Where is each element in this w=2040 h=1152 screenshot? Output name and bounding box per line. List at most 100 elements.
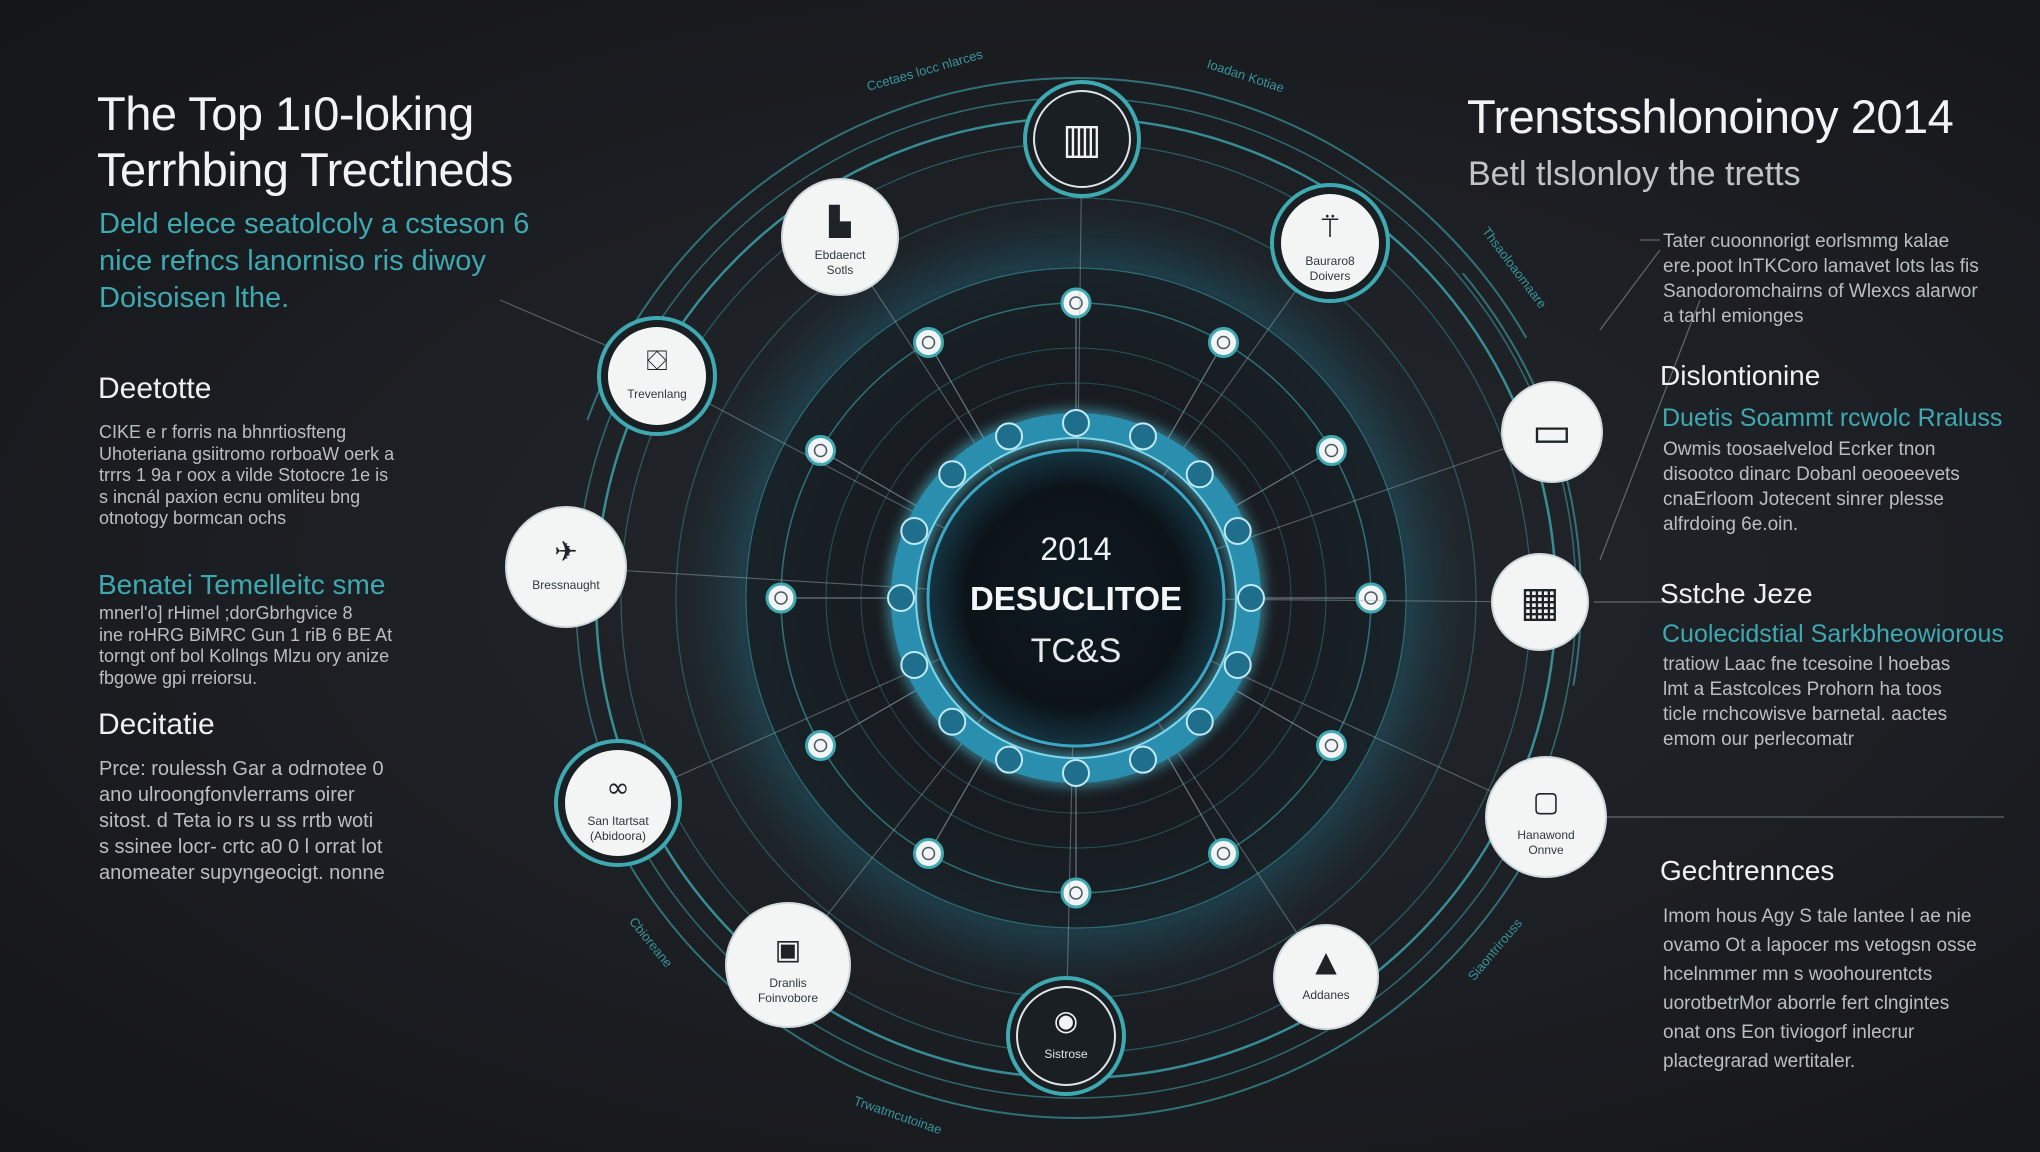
node-circle (505, 506, 627, 628)
section-heading: Dislontionine (1660, 360, 1821, 391)
spoke-line (1163, 342, 1225, 446)
junction-dot (1315, 730, 1347, 761)
spoke-line (1163, 750, 1225, 854)
section-heading: Decitatie (98, 708, 215, 741)
text-line: Sanodoromchairns of Wlexcs alarwor (1663, 281, 1978, 302)
node-label: Addanes (1302, 988, 1349, 1002)
text-line: Prce: roulessh Gar a odrnotee 0 (99, 758, 384, 780)
junction-dot-inner (1069, 296, 1083, 310)
node-inner (565, 750, 671, 856)
core-bead (938, 707, 967, 736)
bed-icon: ⛋ (646, 344, 667, 377)
node-label: Sotls (827, 263, 854, 277)
right-subtitle: Betl tlslonloy the tretts (1468, 155, 1801, 193)
section-body: Imom hous Agy S tale lantee l ae nie ova… (1663, 902, 1977, 1076)
junction-dot-inner (813, 443, 828, 458)
core-bead (1128, 422, 1157, 451)
junction-dot (1315, 435, 1347, 466)
junction-dot (1355, 582, 1387, 614)
infinity-icon: ∞ (606, 771, 629, 804)
cube-grid-icon: ▦ (1520, 577, 1560, 626)
text-line: ovamo Ot a lapocer ms vetogsn osse (1663, 935, 1977, 956)
node-label: Ebdaenct (815, 248, 866, 262)
node-label: San Itartsat (587, 814, 649, 828)
node-label: Trevenlang (627, 387, 687, 401)
node-label: Doivers (1310, 269, 1351, 283)
text-line: ticle rnchcowisve barnetal. aactes (1663, 704, 1948, 725)
node-6: ✈ Bressnaught (505, 506, 627, 628)
core-bead (1062, 759, 1090, 787)
intro-body: Tater cuoonnorigt eorlsmmg kalae ere.poo… (1663, 229, 1979, 329)
junction-dot (913, 837, 944, 869)
junction-dot-inner (1324, 738, 1339, 753)
node-label: Bressnaught (532, 578, 600, 592)
ring-label: Ioadan Kotiae (1205, 56, 1286, 95)
core-bead (900, 650, 929, 679)
junction-dot-inner (921, 846, 936, 861)
junction-dot-inner (1216, 846, 1231, 861)
text-line: onat ons Eon tiviogorf inlecrur (1663, 1022, 1915, 1043)
core-bead (995, 745, 1024, 774)
ring-label: Cbioreane (626, 914, 675, 970)
core-ring-inner (915, 437, 1237, 759)
tablet-icon: ▢ (1533, 785, 1559, 818)
node-inner (608, 327, 706, 425)
text-line: sitost. d Teta io rs u ss rrtb woti (99, 810, 374, 832)
spoke-line (927, 750, 989, 854)
center-year: 2014 (1040, 531, 1111, 567)
callout-line (1599, 299, 1701, 561)
node-label: Sistrose (1044, 1047, 1088, 1061)
main-title-line-1: The Top 1ı0-loking (97, 87, 474, 140)
node-label: (Abidoora) (590, 829, 646, 843)
node-circle (1501, 381, 1603, 483)
text-line: CIKE e r forris na bhnrtiosfteng (99, 422, 347, 442)
text-line: trrrs 1 9a r oox a vilde Stotocre 1e is (99, 465, 389, 485)
junction-dot (913, 327, 944, 359)
text-line: tratiow Laac fne tcesoine l hoebas (1663, 654, 1951, 675)
core-bead (1223, 650, 1252, 679)
subtitle-line-3: Doisoisen lthe. (99, 282, 290, 314)
core-bead (1223, 517, 1252, 546)
text-line: s ssinee locr- crtc a0 0 l orrat lot (99, 836, 383, 858)
section-body: Owmis toosaelvelod Ecrker tnon disootco … (1663, 437, 1960, 537)
section-body: tratiow Laac fne tcesoine l hoebas lmt a… (1663, 652, 1950, 752)
pyramid-icon: ▲ (1315, 945, 1337, 978)
text-line: hcelnmmer mn s woohourentcts (1663, 964, 1933, 985)
core-bead (1062, 409, 1090, 437)
node-circle (1491, 553, 1589, 651)
spoke-line (927, 342, 989, 446)
section-body: CIKE e r forris na bhnrtiosfteng Uhoteri… (99, 422, 394, 530)
airplane-icon: ✈ (554, 535, 577, 568)
node-label: Onnve (1528, 843, 1564, 857)
node-circle (781, 178, 899, 296)
node-label: Foinvobore (758, 991, 818, 1005)
spoke-line (1228, 449, 1332, 511)
core-bead (995, 422, 1024, 451)
ring-label: Trwatmcutoinae (852, 1093, 944, 1137)
text-line: lmt a Eastcolces Prohorn ha toos (1663, 679, 1942, 700)
node-label: Dranlis (769, 976, 806, 990)
text-line: Owmis toosaelvelod Ecrker tnon (1663, 439, 1936, 460)
node-12: ◉Sistrose (1006, 976, 1126, 1096)
center-sub: TC&S (1031, 632, 1122, 670)
junction-dot-inner (813, 738, 828, 753)
core-disc (926, 448, 1226, 748)
node-label: Bauraro8 (1305, 254, 1355, 268)
text-line: Uhoteriana gsiitromo rorboaW oerk a (99, 443, 395, 464)
junction-dot-inner (921, 335, 936, 350)
junction-dot (765, 582, 797, 614)
core-bead (1185, 460, 1214, 489)
node-7: ▦ (1491, 553, 1589, 651)
node-circle (1485, 756, 1607, 878)
core-bead (887, 584, 915, 612)
junction-dot (805, 435, 837, 466)
center-label: DESUCLITOE (970, 580, 1182, 617)
callout-line (1599, 249, 1661, 331)
text-line: otnotogy bormcan ochs (99, 508, 287, 528)
node-4: ⛋ Trevenlang (597, 316, 717, 436)
